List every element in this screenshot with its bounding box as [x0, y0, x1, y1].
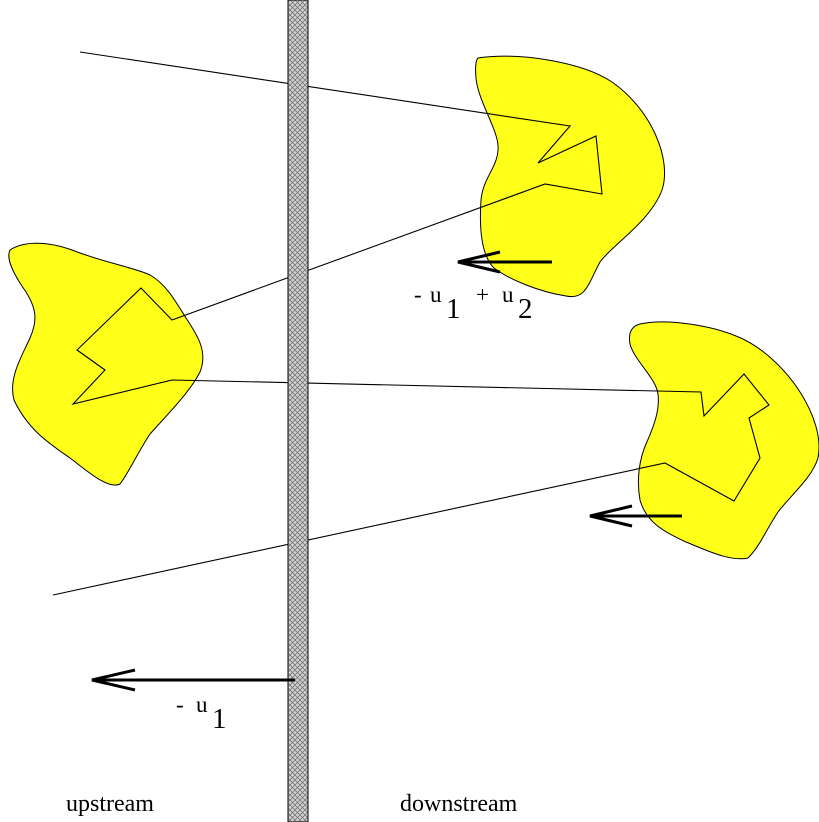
plus-sign: + [476, 282, 489, 307]
u-symbol: u [430, 282, 442, 307]
subscript-2: 2 [518, 293, 533, 325]
label-minus-u1: - u 1 [176, 692, 227, 735]
subscript-1: 1 [446, 293, 461, 325]
upstream-label: upstream [66, 791, 154, 817]
velocity-arrow-cloud-top [457, 250, 552, 274]
label-minus-u1-plus-u2: - u 1 + u 2 [414, 282, 533, 325]
subscript-1: 1 [212, 703, 227, 735]
velocity-arrow-upstream [91, 668, 295, 692]
scattering-cloud-left [8, 242, 204, 486]
minus-sign: - [414, 282, 422, 307]
scattering-cloud-bottom-right [629, 321, 819, 560]
downstream-label: downstream [400, 791, 518, 817]
u-symbol: u [502, 282, 514, 307]
scattering-cloud-top-right [475, 55, 666, 298]
velocity-arrow-cloud-bottom [589, 504, 682, 528]
shock-front [287, 0, 309, 822]
minus-sign: - [176, 692, 184, 717]
u-symbol: u [196, 692, 208, 717]
particle-trajectory [52, 51, 770, 596]
